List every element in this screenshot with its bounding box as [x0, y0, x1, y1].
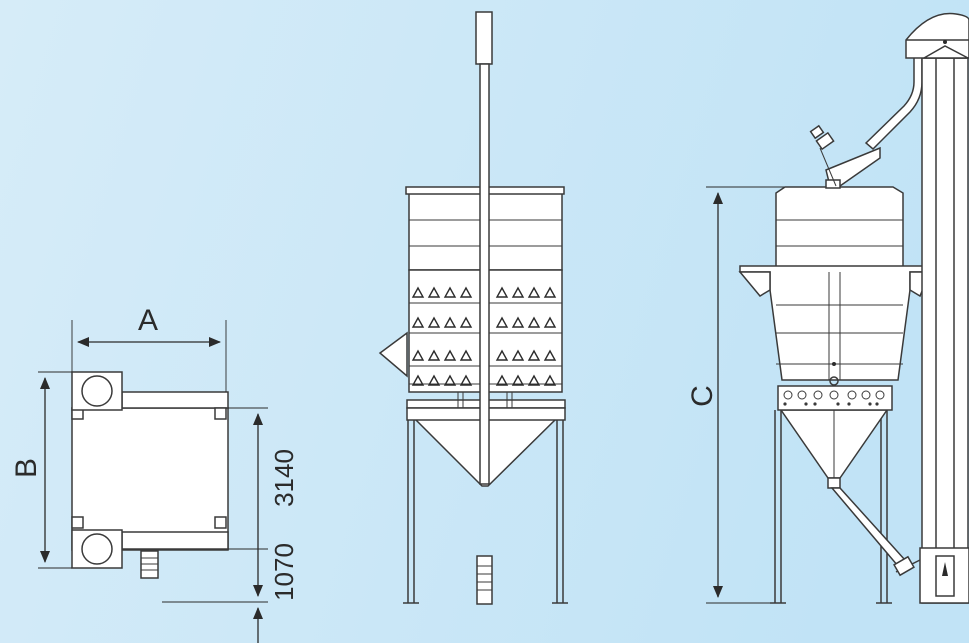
- duct-triangle: [443, 374, 457, 386]
- duct-triangle: [443, 286, 457, 298]
- duct-triangle: [511, 286, 525, 298]
- duct-triangle: [427, 349, 441, 361]
- aeration-hole: [861, 390, 871, 400]
- aeration-hole: [875, 390, 885, 400]
- duct-triangle: [495, 374, 509, 386]
- duct-triangle: [427, 374, 441, 386]
- duct-triangle: [427, 286, 441, 298]
- duct-triangle: [527, 374, 541, 386]
- duct-triangle: [511, 349, 525, 361]
- aeration-hole-dot: [836, 402, 840, 406]
- duct-triangle: [459, 374, 473, 386]
- air-duct-triangles: [411, 286, 557, 386]
- duct-triangle: [459, 316, 473, 328]
- dimension-label-a: A: [138, 304, 158, 337]
- aeration-hole: [847, 390, 857, 400]
- aeration-hole: [813, 390, 823, 400]
- aeration-hole-dot: [875, 402, 879, 406]
- duct-triangle: [527, 349, 541, 361]
- top-view: A B 3140 1070: [10, 304, 299, 643]
- dimension-label-1070: 1070: [269, 543, 299, 601]
- front-view: [378, 11, 568, 605]
- aeration-hole-dot: [804, 402, 808, 406]
- dimension-label-c: C: [686, 385, 719, 407]
- dimension-label-b: B: [10, 458, 43, 478]
- duct-triangle: [543, 349, 557, 361]
- duct-triangle: [427, 316, 441, 328]
- aeration-hole-dot: [847, 402, 851, 406]
- duct-triangle: [411, 349, 425, 361]
- aeration-hole: [797, 390, 807, 400]
- duct-triangle: [459, 286, 473, 298]
- duct-triangle: [543, 316, 557, 328]
- duct-triangle: [443, 316, 457, 328]
- duct-triangle: [527, 316, 541, 328]
- duct-triangle: [511, 374, 525, 386]
- aeration-hole-dot: [813, 402, 817, 406]
- duct-triangle: [495, 286, 509, 298]
- duct-triangle: [527, 286, 541, 298]
- duct-triangle: [443, 349, 457, 361]
- duct-triangle: [411, 286, 425, 298]
- duct-triangle: [495, 316, 509, 328]
- duct-triangle: [543, 374, 557, 386]
- aeration-holes: [783, 390, 885, 406]
- duct-triangle: [495, 349, 509, 361]
- dimension-label-3140: 3140: [269, 449, 299, 507]
- duct-triangle: [543, 286, 557, 298]
- aeration-hole-dot: [868, 402, 872, 406]
- duct-triangle: [411, 374, 425, 386]
- duct-triangle: [511, 316, 525, 328]
- aeration-hole-dot: [783, 402, 787, 406]
- aeration-hole: [829, 390, 839, 400]
- duct-triangle: [411, 316, 425, 328]
- aeration-hole: [783, 390, 793, 400]
- duct-triangle: [459, 349, 473, 361]
- side-view: C: [686, 12, 969, 604]
